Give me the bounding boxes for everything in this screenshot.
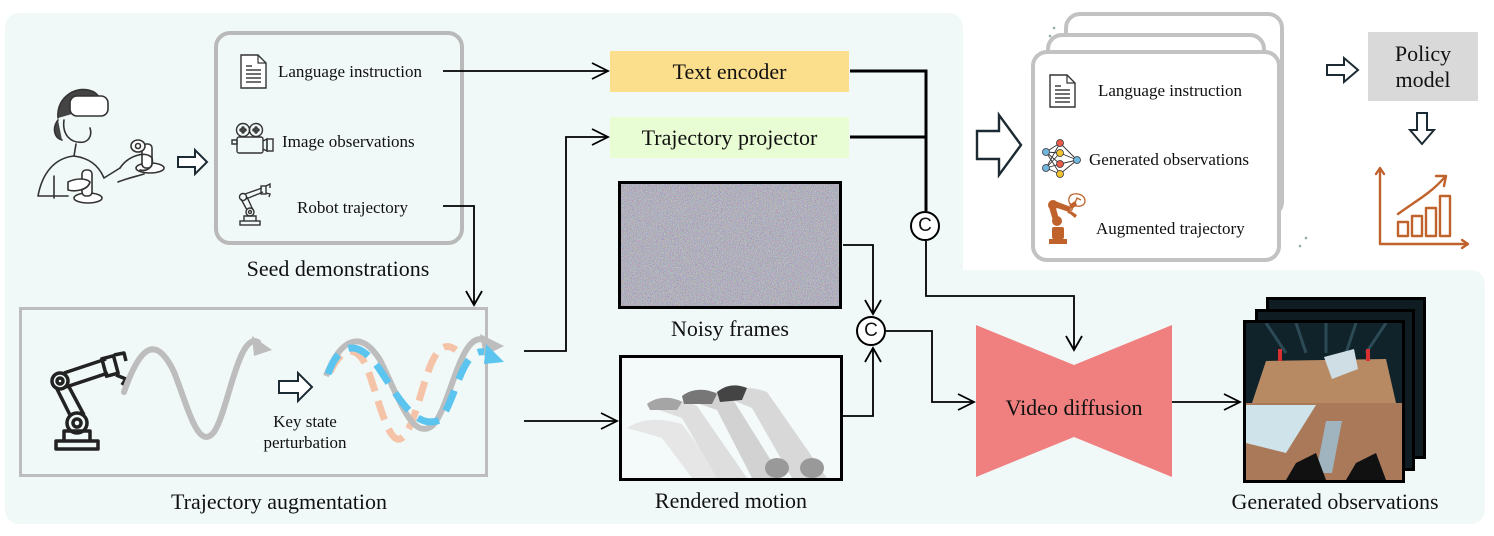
text-encoder-label: Text encoder (672, 58, 787, 84)
seed-image-observations-label: Image observations (282, 132, 415, 151)
robot-arm-icon (238, 182, 271, 226)
vr-teleoperator-icon (37, 88, 165, 204)
connector-robot-to-augmentation (443, 205, 475, 305)
growth-chart-icon (1374, 166, 1470, 250)
connector-text-encoder-out (850, 69, 928, 211)
dataset-augmented-trajectory-label: Augmented trajectory (1096, 219, 1245, 238)
robot-arm-icon (50, 351, 128, 451)
connector-augmentation-to-projector (524, 136, 608, 352)
hollow-arrow-icon (177, 147, 209, 177)
connector-concat-to-diffusion (886, 330, 974, 403)
perturbed-trajectories-curves (323, 334, 504, 443)
noisy-frames-caption: Noisy frames (671, 316, 789, 341)
document-icon (1049, 74, 1076, 108)
concat-node-frames: C (856, 316, 886, 346)
document-icon (240, 54, 267, 89)
rendered-motion-caption: Rendered motion (654, 488, 808, 513)
concat-node-condition: C (910, 211, 940, 241)
seed-language-instruction-label: Language instruction (278, 62, 422, 81)
trajectory-augmentation-caption: Trajectory augmentation (170, 489, 388, 514)
trajectory-projector-label: Trajectory projector (641, 124, 818, 150)
text-encoder-box: Text encoder (610, 51, 849, 92)
noisy-frames-image (618, 181, 842, 309)
stack-dots (1048, 26, 1308, 248)
perturbation-label: Key state perturbation (262, 411, 348, 453)
policy-model-label-line2: model (1395, 66, 1451, 92)
large-hollow-arrow-icon (975, 111, 1023, 179)
dreaming-robot-icon (1048, 193, 1086, 244)
film-camera-icon (231, 122, 274, 154)
neural-network-icon (1042, 139, 1081, 178)
video-diffusion-shape (976, 325, 1172, 477)
hollow-down-arrow-icon (1407, 112, 1437, 146)
connector-rendered-to-concat (843, 348, 874, 417)
video-diffusion-label: Video diffusion (1005, 395, 1143, 420)
dataset-language-instruction-label: Language instruction (1098, 81, 1242, 100)
connector-noise-to-concat (843, 244, 874, 314)
trajectory-augmentation-box (19, 307, 488, 477)
hollow-arrow-icon (278, 370, 314, 404)
seed-demonstrations-caption: Seed demonstrations (246, 256, 430, 281)
policy-model-box: Policy model (1368, 32, 1478, 101)
connector-condition-to-diffusion (925, 241, 1075, 350)
perturbation-label-line1: Key state (273, 412, 337, 431)
seed-robot-trajectory-label: Robot trajectory (297, 198, 408, 217)
perturbation-label-line2: perturbation (263, 433, 347, 452)
original-trajectory-curve (121, 336, 272, 440)
trajectory-projector-box: Trajectory projector (610, 117, 849, 158)
rendered-motion-image (619, 355, 843, 481)
generated-observations-caption: Generated observations (1231, 489, 1439, 514)
hollow-arrow-icon (1326, 55, 1360, 85)
dataset-generated-observations-label: Generated observations (1089, 150, 1250, 169)
generated-frame-front (1243, 320, 1405, 483)
policy-model-label-line1: Policy (1394, 40, 1452, 66)
